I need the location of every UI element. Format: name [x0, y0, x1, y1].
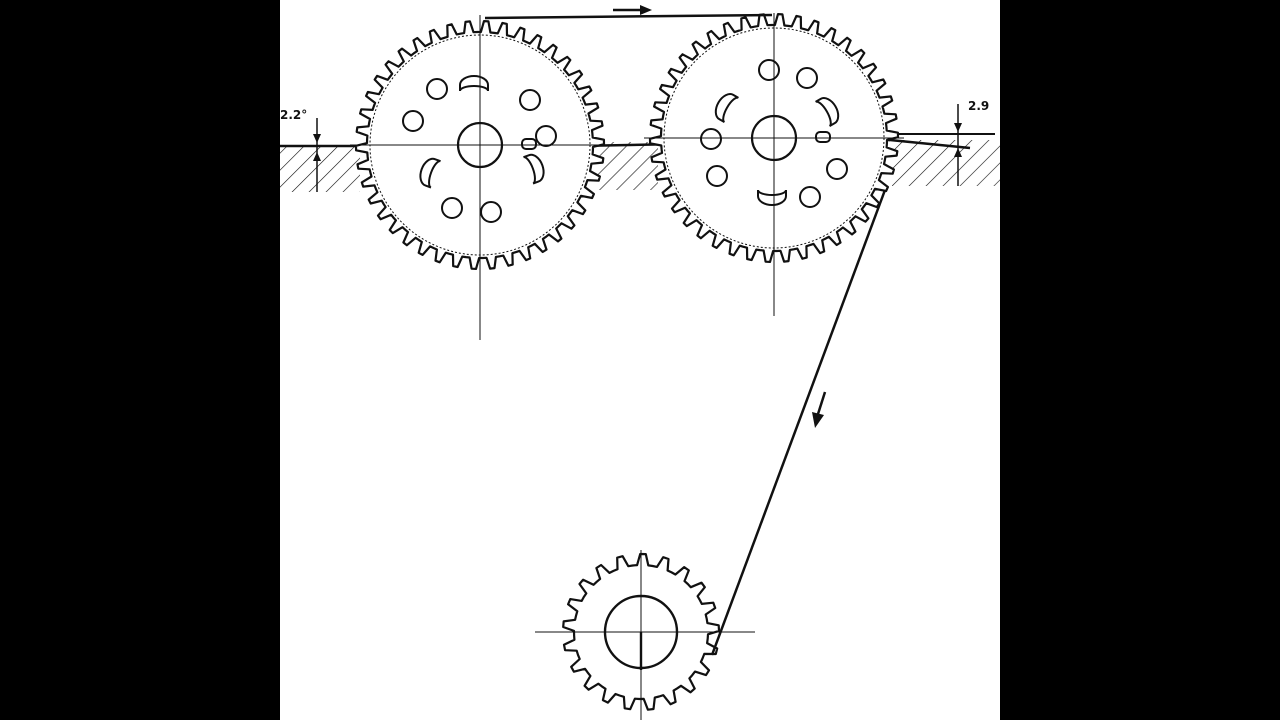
- timing-notch: [815, 131, 831, 143]
- reference-line-right: [889, 138, 971, 150]
- bolt-hole: [826, 158, 848, 180]
- bolt-hole: [402, 110, 424, 132]
- left-angle-indicator: 2.2°: [280, 108, 321, 192]
- hatch-middle: [598, 142, 658, 190]
- timing-chain-diagram: 2.2° 2.9: [280, 5, 1000, 720]
- head-surface-hatching: [280, 140, 1000, 192]
- bolt-hole: [700, 128, 722, 150]
- bolt-hole: [441, 197, 463, 219]
- right-angle-label: 2.9: [968, 99, 989, 113]
- bolt-hole: [535, 125, 557, 147]
- bolt-hole: [426, 78, 448, 100]
- kidney-slot: [459, 75, 489, 92]
- timing-notch: [521, 138, 537, 150]
- chain-top-run: [484, 13, 773, 20]
- bolt-hole: [480, 201, 502, 223]
- bolt-hole: [519, 89, 541, 111]
- timing-diagram-sheet: 2.2° 2.9: [280, 0, 1000, 720]
- chain-direction-arrow-down: [812, 391, 827, 428]
- hatch-left: [280, 146, 360, 192]
- bolt-hole: [758, 59, 780, 81]
- bolt-hole: [706, 165, 728, 187]
- right-cam-sprocket: [644, 13, 904, 316]
- chain-direction-arrow-top: [613, 5, 652, 15]
- right-angle-indicator: 2.9: [954, 99, 989, 186]
- chain-right-run: [710, 189, 887, 656]
- crank-sprocket: [535, 550, 755, 720]
- bolt-hole: [799, 186, 821, 208]
- kidney-slot: [523, 153, 545, 185]
- left-angle-label: 2.2°: [280, 108, 307, 122]
- left-cam-sprocket: [350, 15, 610, 340]
- bolt-hole: [796, 67, 818, 89]
- hatch-right: [892, 140, 1000, 186]
- kidney-slot: [757, 189, 787, 206]
